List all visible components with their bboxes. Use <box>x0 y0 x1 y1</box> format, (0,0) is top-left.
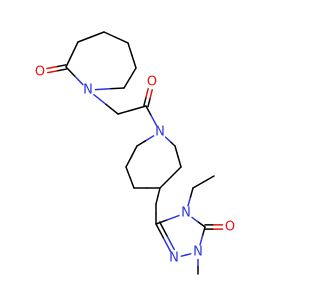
bond-n3-t2 <box>197 221 206 228</box>
atom-o-o1: O <box>33 65 47 80</box>
bond-a2-a3 <box>103 31 117 39</box>
bond-layer <box>46 31 224 275</box>
atom-label: O <box>225 220 235 235</box>
bond-c2-o2 <box>149 89 153 99</box>
bond-a3-a4 <box>127 42 133 57</box>
bond-t1-n3 <box>155 219 169 225</box>
bond-n4-n5 <box>180 254 187 257</box>
atom-n-n2: N <box>153 125 167 140</box>
bond-p4-p5 <box>159 176 172 189</box>
bond-p4-p5 <box>169 166 182 179</box>
bond-n1-ch2 <box>105 103 119 115</box>
bond-n1-ch2 <box>93 93 107 106</box>
atom-label-background <box>191 245 205 259</box>
bond-n3-e1 <box>189 187 194 198</box>
bond-p4-ch2b <box>155 195 159 205</box>
bond-n3-t2 <box>191 216 200 223</box>
bond-p2-p3 <box>125 166 131 179</box>
bond-n2-p1 <box>136 140 147 147</box>
bond-co-o1 <box>46 65 58 70</box>
bond-c2-n2 <box>150 114 158 127</box>
atom-label: N <box>155 125 165 140</box>
bond-a1-a2 <box>77 36 92 43</box>
bond-n5-t1 <box>162 236 172 253</box>
bond-c2-o2 <box>147 97 151 108</box>
bond-n5-t1 <box>155 223 164 239</box>
atom-label: N <box>169 251 179 266</box>
atom-label-background <box>153 125 167 139</box>
bond-n1-co <box>65 66 76 77</box>
bond-a4-a5 <box>129 67 137 79</box>
bond-ch2-c2 <box>117 109 133 115</box>
bond-t2-n4 <box>199 235 204 246</box>
bond-a3-a4 <box>131 54 137 69</box>
atom-n-n4: N <box>191 245 205 260</box>
bond-co-a1 <box>65 53 73 68</box>
atom-label: N <box>193 245 203 260</box>
atom-o-o2: O <box>145 75 159 90</box>
atom-n-n1: N <box>81 83 95 98</box>
bond-a4-a5 <box>123 77 131 89</box>
atom-label: N <box>181 206 191 221</box>
atom-label-background <box>81 83 95 97</box>
bond-n5-t1 <box>166 234 175 251</box>
bond-p5-p6 <box>174 145 179 158</box>
bond-p4-ch2b <box>157 187 161 197</box>
bond-a2-a3 <box>115 36 129 44</box>
atom-label-background <box>145 75 159 89</box>
bond-e1-e2 <box>202 175 215 183</box>
bond-a1-a2 <box>90 31 105 38</box>
bond-c2-o2 <box>145 88 149 98</box>
bond-co-o1 <box>47 70 58 74</box>
bond-p2-p3 <box>129 176 135 189</box>
atom-label-background <box>179 206 193 220</box>
bond-c2-o2 <box>143 96 147 107</box>
atom-o-o3: O <box>223 220 237 235</box>
bond-p5-p6 <box>177 155 182 168</box>
bond-co-a1 <box>71 41 79 56</box>
atom-n-n5: N <box>167 251 181 266</box>
atom-label: N <box>83 83 93 98</box>
bond-co-o1 <box>55 64 67 68</box>
bond-n2-p1 <box>144 135 155 142</box>
atom-label-background <box>223 220 237 234</box>
atom-label: O <box>35 65 45 80</box>
bond-a5-n1 <box>94 88 111 91</box>
bond-c2-n2 <box>145 105 152 117</box>
bond-a5-n1 <box>108 87 125 90</box>
atom-n-n3: N <box>179 206 193 221</box>
bond-p6-n2 <box>169 140 176 147</box>
bond-n4-n5 <box>185 253 192 256</box>
bond-p6-n2 <box>164 136 171 143</box>
atom-label-background <box>33 65 47 79</box>
bond-p1-p2 <box>125 155 133 168</box>
atom-label-background <box>167 251 181 265</box>
bond-co-o1 <box>56 68 68 72</box>
bond-e1-e2 <box>192 181 205 189</box>
bond-ch2-c2 <box>131 105 147 111</box>
bond-n3-e1 <box>187 196 192 207</box>
bond-p1-p2 <box>130 145 138 158</box>
bond-t2-n4 <box>201 226 206 237</box>
atom-label: O <box>147 75 157 90</box>
bond-n1-co <box>73 75 84 86</box>
bond-n5-t1 <box>158 221 168 237</box>
bond-t1-n3 <box>166 214 180 221</box>
